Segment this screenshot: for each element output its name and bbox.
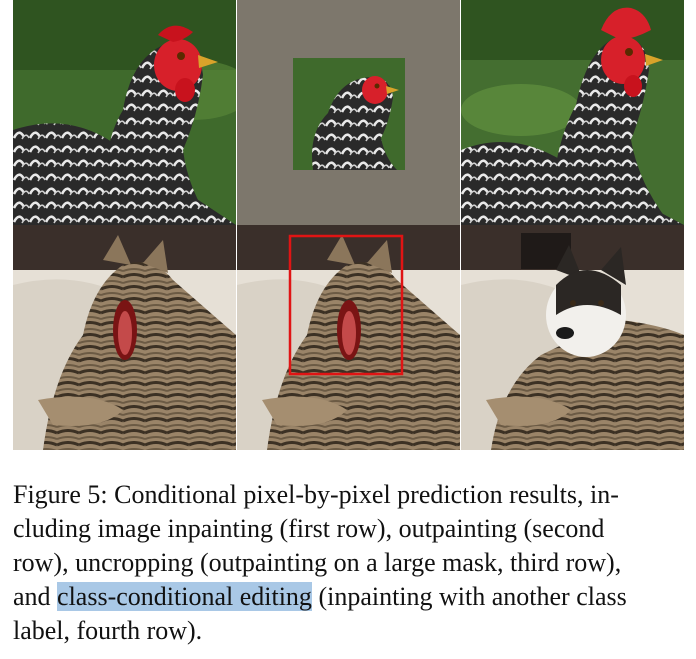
caption-line-3: row), uncropping (outpainting on a large… — [13, 548, 622, 577]
edit-region-box — [288, 234, 404, 376]
figure-caption: Figure 5: Conditional pixel-by-pixel pre… — [13, 478, 689, 648]
cat-original-panel — [13, 225, 236, 450]
cat-edit-region-panel — [237, 225, 460, 450]
chicken-original-panel — [13, 0, 236, 225]
caption-line-2: cluding image inpainting (first row), ou… — [13, 514, 605, 543]
figure-image-grid — [13, 0, 696, 450]
caption-highlight[interactable]: class-conditional editing — [57, 582, 312, 611]
chicken-uncropped-result-panel — [461, 0, 684, 225]
chicken-uncropping-mask-panel — [237, 0, 460, 225]
caption-line-1: Figure 5: Conditional pixel-by-pixel pre… — [13, 480, 619, 509]
caption-line-5: label, fourth row). — [13, 616, 203, 645]
caption-line-4-post: (inpainting with another class — [311, 582, 627, 611]
caption-line-4-pre: and — [13, 582, 58, 611]
dog-edit-result-panel — [461, 225, 684, 450]
caption-line-4: and class-conditional editing (inpaintin… — [13, 580, 689, 614]
